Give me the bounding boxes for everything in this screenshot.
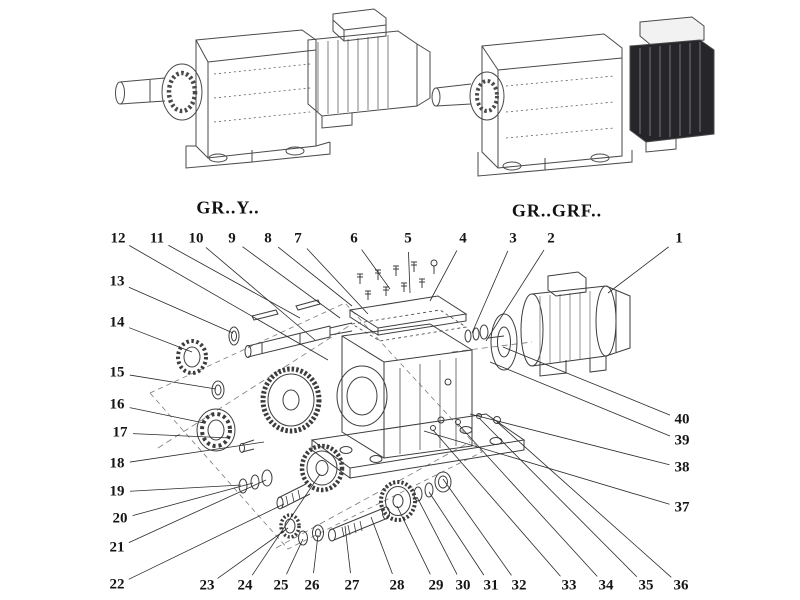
leader-line-8 [277, 246, 353, 307]
callout-24: 24 [237, 577, 253, 594]
callout-32: 32 [511, 577, 527, 594]
leader-line-34 [457, 423, 598, 577]
callout-38: 38 [674, 459, 690, 476]
input-shaft-parts [176, 299, 353, 453]
leader-line-19 [129, 484, 242, 492]
leader-line-17 [132, 433, 231, 439]
leader-line-30 [416, 496, 458, 575]
callout-28: 28 [389, 577, 405, 594]
callout-19: 19 [109, 483, 125, 500]
callout-35: 35 [638, 577, 654, 594]
callout-26: 26 [304, 577, 320, 594]
leader-line-39 [489, 361, 671, 437]
callout-10: 10 [188, 230, 204, 247]
leader-line-29 [396, 505, 431, 575]
callout-6: 6 [350, 230, 358, 247]
exploded-view [149, 259, 631, 550]
leader-line-28 [370, 516, 393, 574]
callout-31: 31 [483, 577, 499, 594]
leader-line-23 [217, 527, 289, 579]
leader-line-16 [129, 407, 205, 424]
callout-22: 22 [109, 576, 125, 593]
callout-14: 14 [109, 314, 125, 331]
leader-line-20 [132, 482, 254, 516]
leader-line-25 [286, 538, 304, 575]
callout-33: 33 [561, 577, 577, 594]
leader-line-21 [128, 479, 267, 543]
leader-line-33 [432, 429, 561, 577]
callout-15: 15 [109, 364, 125, 381]
callout-21: 21 [109, 539, 125, 556]
leader-line-14 [128, 327, 193, 353]
callout-2: 2 [547, 230, 555, 247]
cover-bolts [357, 259, 438, 300]
callout-12: 12 [110, 230, 126, 247]
leader-line-22 [128, 503, 285, 580]
leader-line-37 [423, 430, 670, 505]
leader-line-12 [129, 245, 329, 361]
callout-13: 13 [109, 273, 125, 290]
leader-line-10 [205, 247, 316, 341]
callout-34: 34 [598, 577, 614, 594]
leader-line-35 [478, 417, 638, 578]
leader-line-9 [242, 246, 341, 319]
gearmotor-right-illustration [431, 16, 715, 177]
gear-parts [260, 366, 417, 522]
callout-37: 37 [674, 499, 690, 516]
callout-11: 11 [149, 230, 165, 247]
leader-line-1 [607, 246, 669, 294]
callout-23: 23 [199, 577, 215, 594]
leader-line-11 [168, 244, 301, 319]
leader-line-40 [502, 346, 671, 416]
callout-8: 8 [264, 230, 272, 247]
leader-line-4 [429, 250, 458, 302]
callout-25: 25 [273, 577, 289, 594]
leader-line-15 [129, 374, 217, 390]
callout-29: 29 [428, 577, 444, 594]
callout-1: 1 [675, 230, 683, 247]
leader-line-26 [313, 534, 319, 574]
leader-line-13 [128, 286, 234, 334]
motor-subassembly [464, 271, 631, 377]
leader-line-24 [251, 473, 321, 576]
variant-label-right: GR..GRF.. [511, 200, 603, 221]
callout-16: 16 [109, 396, 125, 413]
leader-line-6 [361, 249, 391, 290]
callout-30: 30 [455, 577, 471, 594]
callout-39: 39 [674, 432, 690, 449]
leader-line-5 [408, 251, 411, 294]
callout-27: 27 [344, 577, 360, 594]
callout-18: 18 [109, 455, 125, 472]
variant-label-left: GR..Y.. [196, 197, 260, 218]
leader-line-18 [129, 441, 265, 463]
leader-line-3 [471, 250, 509, 334]
leader-line-27 [344, 525, 351, 574]
callout-7: 7 [294, 230, 302, 247]
leader-line-38 [469, 413, 670, 466]
leader-line-7 [306, 248, 369, 315]
leader-line-36 [496, 421, 672, 578]
gearmotor-left-illustration [115, 8, 431, 169]
output-shaft-parts [328, 471, 452, 542]
callout-20: 20 [112, 510, 128, 527]
callout-36: 36 [673, 577, 689, 594]
leader-line-2 [485, 249, 545, 342]
callout-17: 17 [112, 424, 128, 441]
callout-3: 3 [509, 230, 517, 247]
callout-5: 5 [404, 230, 412, 247]
callout-40: 40 [674, 411, 690, 428]
leader-line-32 [442, 478, 512, 576]
leader-line-31 [428, 491, 485, 576]
callout-4: 4 [459, 230, 467, 247]
callout-9: 9 [228, 230, 236, 247]
